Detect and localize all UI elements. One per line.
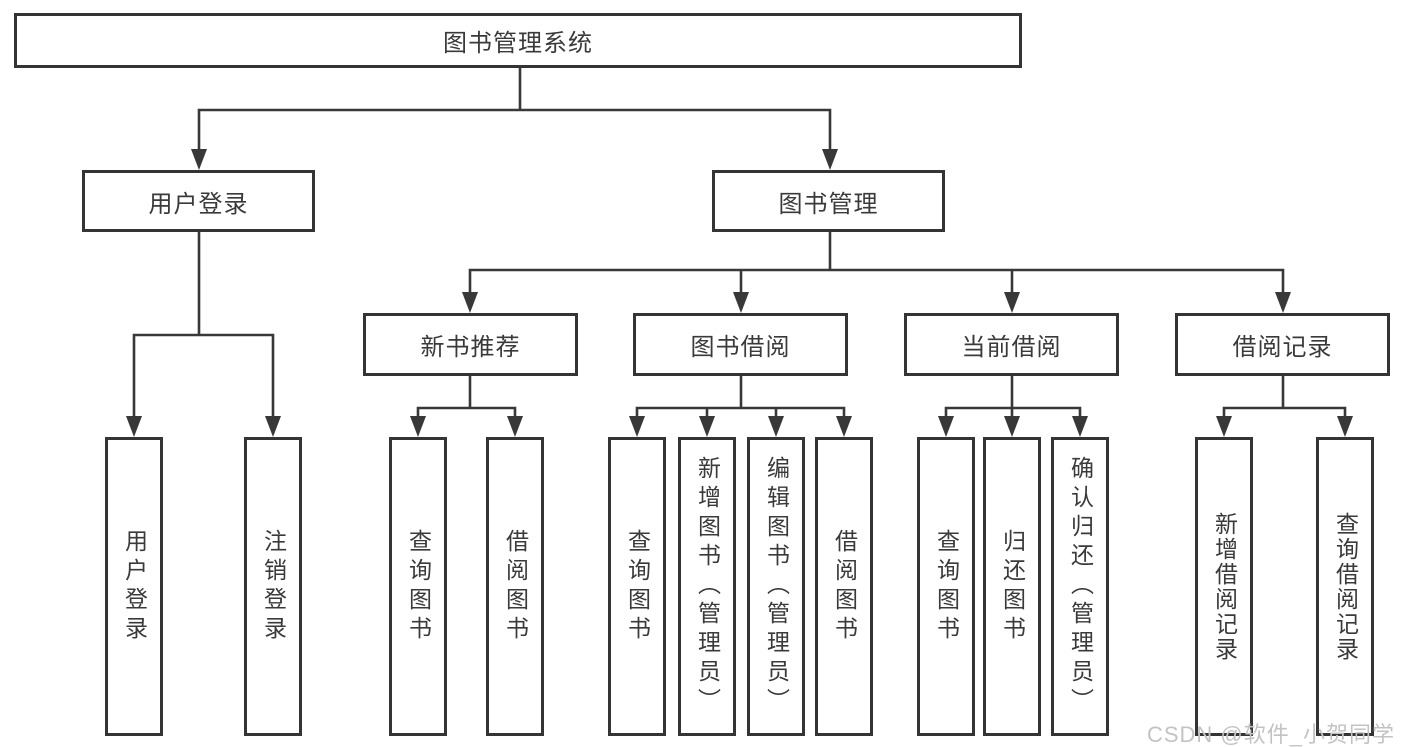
leaf-label: 查询图书 [405, 528, 432, 645]
arrow-down-icon [265, 416, 281, 437]
arrow-down-icon [938, 416, 954, 437]
leaf-label: 借阅图书 [831, 528, 858, 645]
arrow-down-icon [822, 149, 838, 170]
leaf-label: 新增图书（管理员） [694, 456, 721, 717]
node-label: 图书借阅 [690, 334, 791, 361]
leaf-confirm-return-admin: 确认归还（管理员） [1051, 437, 1109, 736]
leaf-logout: 注销登录 [244, 437, 302, 736]
leaf-borrow-books: 借阅图书 [815, 437, 873, 736]
leaf-borrow-books: 借阅图书 [486, 437, 544, 736]
arrow-down-icon [462, 292, 478, 313]
node-book-borrowing: 图书借阅 [633, 313, 848, 376]
arrow-down-icon [1004, 292, 1020, 313]
connector-borrow-bus [635, 406, 846, 425]
connector-newbook-bus [416, 406, 517, 425]
node-book-management-branch: 图书管理 [712, 170, 945, 232]
arrow-down-icon [1216, 416, 1232, 437]
arrow-down-icon [699, 416, 715, 437]
node-label: 用户登录 [148, 190, 249, 218]
leaf-edit-books-admin: 编辑图书（管理员） [747, 437, 805, 736]
arrow-down-icon [1072, 416, 1088, 437]
arrow-down-icon [1337, 416, 1353, 437]
arrow-down-icon [733, 292, 749, 313]
leaf-label: 用户登录 [121, 528, 148, 645]
connector-login-bus [132, 333, 275, 425]
leaf-add-books-admin: 新增图书（管理员） [678, 437, 736, 736]
leaf-label: 查询图书 [624, 528, 651, 645]
arrow-down-icon [410, 416, 426, 437]
leaf-add-borrow-record: 新增借阅记录 [1195, 437, 1253, 736]
connector-level2-bus [197, 108, 832, 158]
leaf-query-borrow-record: 查询借阅记录 [1316, 437, 1374, 736]
leaf-label: 注销登录 [260, 528, 287, 645]
leaf-label: 查询借阅记录 [1332, 511, 1359, 662]
leaf-query-books: 查询图书 [917, 437, 975, 736]
arrowheads [126, 149, 1353, 437]
node-label: 当前借阅 [961, 334, 1062, 361]
arrow-down-icon [629, 416, 645, 437]
arrow-down-icon [1004, 416, 1020, 437]
arrow-down-icon [768, 416, 784, 437]
leaf-label: 确认归还（管理员） [1067, 456, 1094, 717]
leaf-query-books: 查询图书 [389, 437, 447, 736]
arrow-down-icon [191, 149, 207, 170]
node-user-login-branch: 用户登录 [82, 170, 315, 232]
arrow-down-icon [126, 416, 142, 437]
node-root: 图书管理系统 [14, 13, 1022, 68]
leaf-return-books: 归还图书 [983, 437, 1041, 736]
connector-level3-bus [468, 268, 1285, 301]
leaf-label: 编辑图书（管理员） [763, 456, 790, 717]
node-label: 图书管理 [778, 190, 879, 218]
leaf-label: 新增借阅记录 [1211, 511, 1238, 662]
node-label: 借阅记录 [1232, 334, 1333, 361]
node-current-borrowing: 当前借阅 [904, 313, 1119, 376]
leaf-label: 借阅图书 [502, 528, 529, 645]
arrow-down-icon [507, 416, 523, 437]
arrow-down-icon [1275, 292, 1291, 313]
node-root-label: 图书管理系统 [443, 30, 593, 57]
csdn-watermark: CSDN @软件_小贺同学 [1146, 722, 1395, 747]
node-borrow-records: 借阅记录 [1175, 313, 1390, 376]
node-label: 新书推荐 [420, 334, 521, 361]
arrow-down-icon [836, 416, 852, 437]
leaf-query-books: 查询图书 [608, 437, 666, 736]
node-new-book-recommend: 新书推荐 [363, 313, 578, 376]
leaf-label: 归还图书 [999, 528, 1026, 645]
leaf-user-login: 用户登录 [105, 437, 163, 736]
leaf-label: 查询图书 [933, 528, 960, 645]
connector-records-bus [1222, 406, 1347, 425]
